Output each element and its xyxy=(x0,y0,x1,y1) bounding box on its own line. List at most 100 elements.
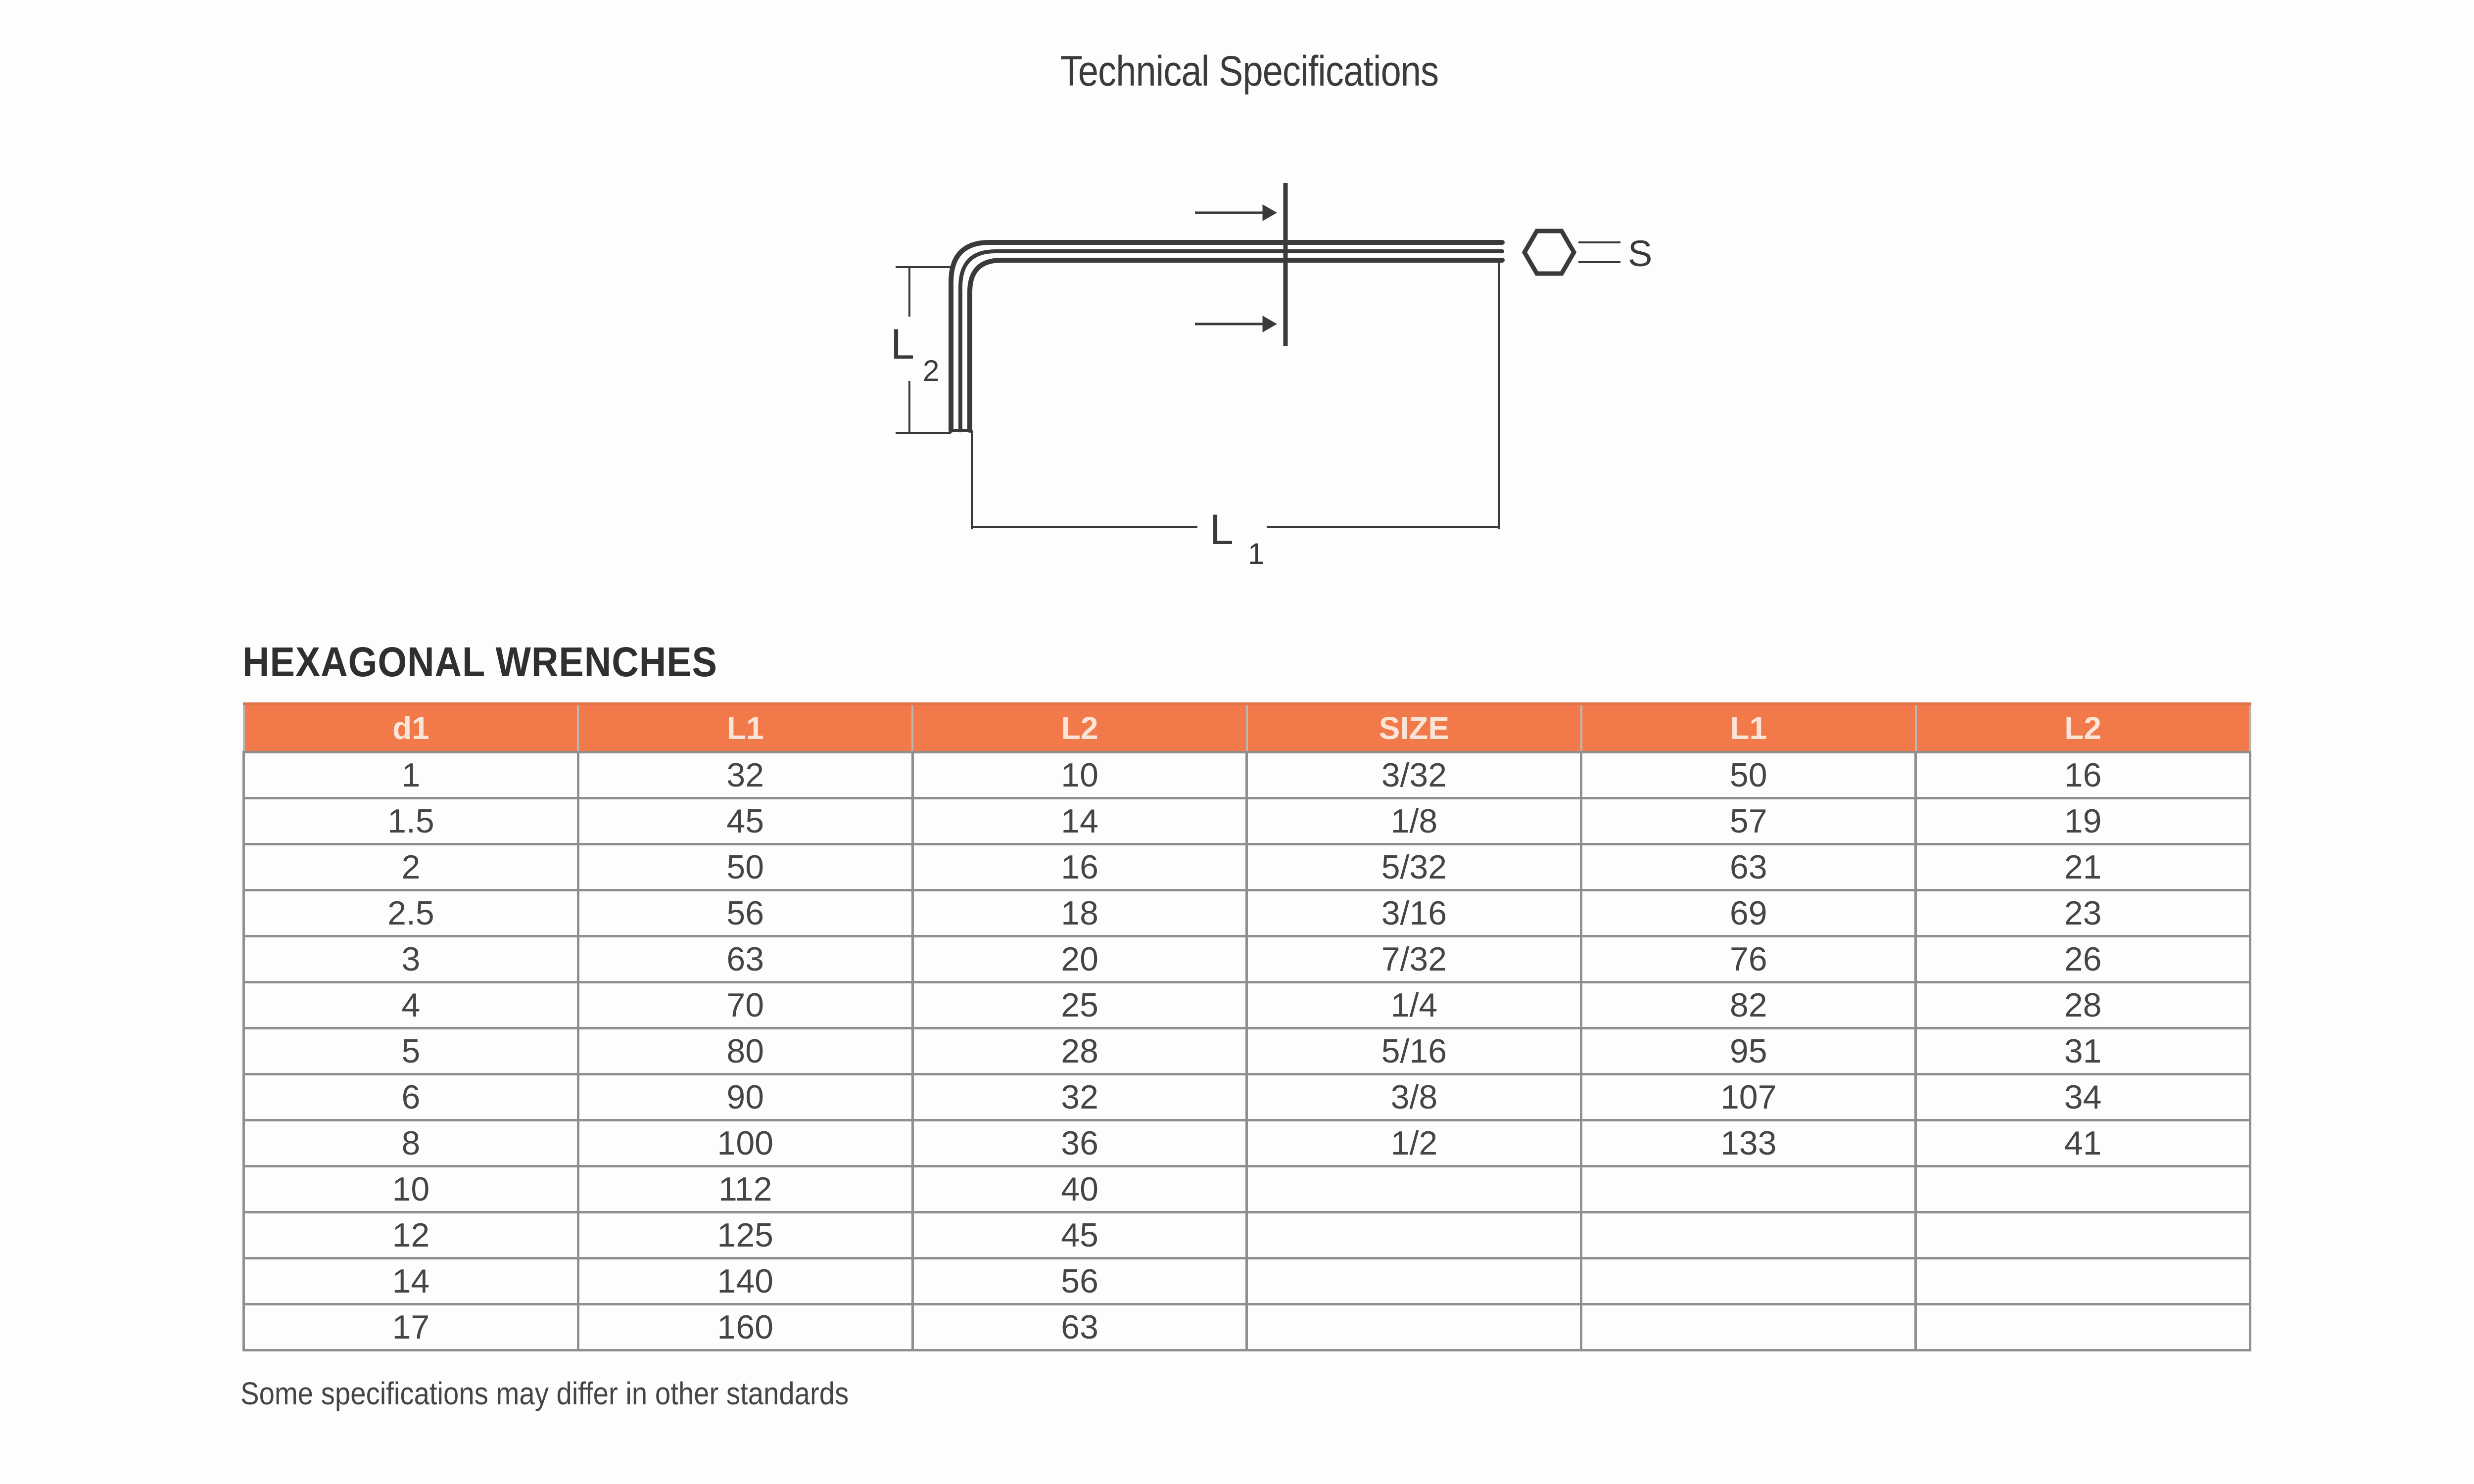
table-cell: 20 xyxy=(911,935,1248,983)
table-cell: 1 xyxy=(242,751,579,799)
page-title: Technical Specifications xyxy=(1060,47,1439,95)
table-cell: 112 xyxy=(576,1165,914,1213)
table-cell: 26 xyxy=(1914,935,2251,983)
table-cell: 12 xyxy=(242,1211,579,1259)
table-cell: 16 xyxy=(1914,751,2251,799)
table-cell: 133 xyxy=(1580,1119,1917,1167)
table-cell: 50 xyxy=(576,843,914,891)
label-l2-sub: 2 xyxy=(923,354,939,387)
table-cell xyxy=(1914,1165,2251,1213)
hex-wrench-diagram: S L 2 L 1 xyxy=(821,168,1702,574)
table-cell: 69 xyxy=(1580,889,1917,937)
table-cell xyxy=(1914,1211,2251,1259)
table-cell: 80 xyxy=(576,1027,914,1075)
table-cell: 21 xyxy=(1914,843,2251,891)
table-cell xyxy=(1245,1257,1583,1305)
table-cell: 5/32 xyxy=(1245,843,1583,891)
label-l1-sub: 1 xyxy=(1248,537,1264,570)
table-cell: 50 xyxy=(1580,751,1917,799)
table-cell: 23 xyxy=(1914,889,2251,937)
header-d1: d1 xyxy=(242,702,579,753)
table-cell: 10 xyxy=(911,751,1248,799)
table-cell: 28 xyxy=(911,1027,1248,1075)
table-cell: 3 xyxy=(242,935,579,983)
table-cell xyxy=(1245,1211,1583,1259)
table-cell: 32 xyxy=(911,1073,1248,1121)
table-cell: 18 xyxy=(911,889,1248,937)
label-l1: L xyxy=(1210,506,1234,554)
table-cell: 56 xyxy=(911,1257,1248,1305)
section-cut-marker xyxy=(1195,183,1288,346)
table-cell: 6 xyxy=(242,1073,579,1121)
header-metric-l1: L1 xyxy=(577,702,914,753)
table-cell: 34 xyxy=(1914,1073,2251,1121)
table-cell: 63 xyxy=(1580,843,1917,891)
table-cell: 7/32 xyxy=(1245,935,1583,983)
table-cell: 160 xyxy=(576,1303,914,1351)
wrench-body xyxy=(949,240,1505,433)
table-cell xyxy=(1914,1303,2251,1351)
table-cell: 28 xyxy=(1914,981,2251,1029)
table-cell: 3/8 xyxy=(1245,1073,1583,1121)
table-cell: 8 xyxy=(242,1119,579,1167)
table-cell: 1/8 xyxy=(1245,797,1583,845)
dimension-l1 xyxy=(971,262,1500,529)
table-cell: 14 xyxy=(911,797,1248,845)
table-cell: 41 xyxy=(1914,1119,2251,1167)
footnote: Some specifications may differ in other … xyxy=(240,1376,849,1411)
table-cell: 25 xyxy=(911,981,1248,1029)
table-cell: 5 xyxy=(242,1027,579,1075)
hexagon-section-icon xyxy=(1522,229,1620,276)
table-cell: 107 xyxy=(1580,1073,1917,1121)
table-cell: 5/16 xyxy=(1245,1027,1583,1075)
table-cell: 1.5 xyxy=(242,797,579,845)
table-cell: 10 xyxy=(242,1165,579,1213)
table-cell: 40 xyxy=(911,1165,1248,1213)
table-cell: 17 xyxy=(242,1303,579,1351)
table-cell: 56 xyxy=(576,889,914,937)
table-cell: 3/16 xyxy=(1245,889,1583,937)
header-size: SIZE xyxy=(1245,702,1582,753)
table-cell: 45 xyxy=(911,1211,1248,1259)
section-heading: HEXAGONAL WRENCHES xyxy=(242,639,717,685)
header-inch-l1: L1 xyxy=(1580,702,1917,753)
table-cell: 19 xyxy=(1914,797,2251,845)
table-cell: 76 xyxy=(1580,935,1917,983)
table-cell xyxy=(1580,1211,1917,1259)
table-cell: 63 xyxy=(576,935,914,983)
table-cell: 70 xyxy=(576,981,914,1029)
table-cell: 3/32 xyxy=(1245,751,1583,799)
table-cell: 45 xyxy=(576,797,914,845)
table-cell: 90 xyxy=(576,1073,914,1121)
table-cell: 63 xyxy=(911,1303,1248,1351)
table-cell: 14 xyxy=(242,1257,579,1305)
table-cell: 82 xyxy=(1580,981,1917,1029)
table-cell: 125 xyxy=(576,1211,914,1259)
table-cell xyxy=(1245,1165,1583,1213)
table-cell: 2 xyxy=(242,843,579,891)
table-cell: 100 xyxy=(576,1119,914,1167)
table-cell: 36 xyxy=(911,1119,1248,1167)
table-cell: 1/2 xyxy=(1245,1119,1583,1167)
header-metric-l2: L2 xyxy=(911,702,1248,753)
dimension-l2 xyxy=(896,266,951,434)
table-cell: 32 xyxy=(576,751,914,799)
label-l2: L xyxy=(891,321,914,368)
table-cell: 16 xyxy=(911,843,1248,891)
table-cell: 95 xyxy=(1580,1027,1917,1075)
table-cell: 4 xyxy=(242,981,579,1029)
table-cell: 140 xyxy=(576,1257,914,1305)
